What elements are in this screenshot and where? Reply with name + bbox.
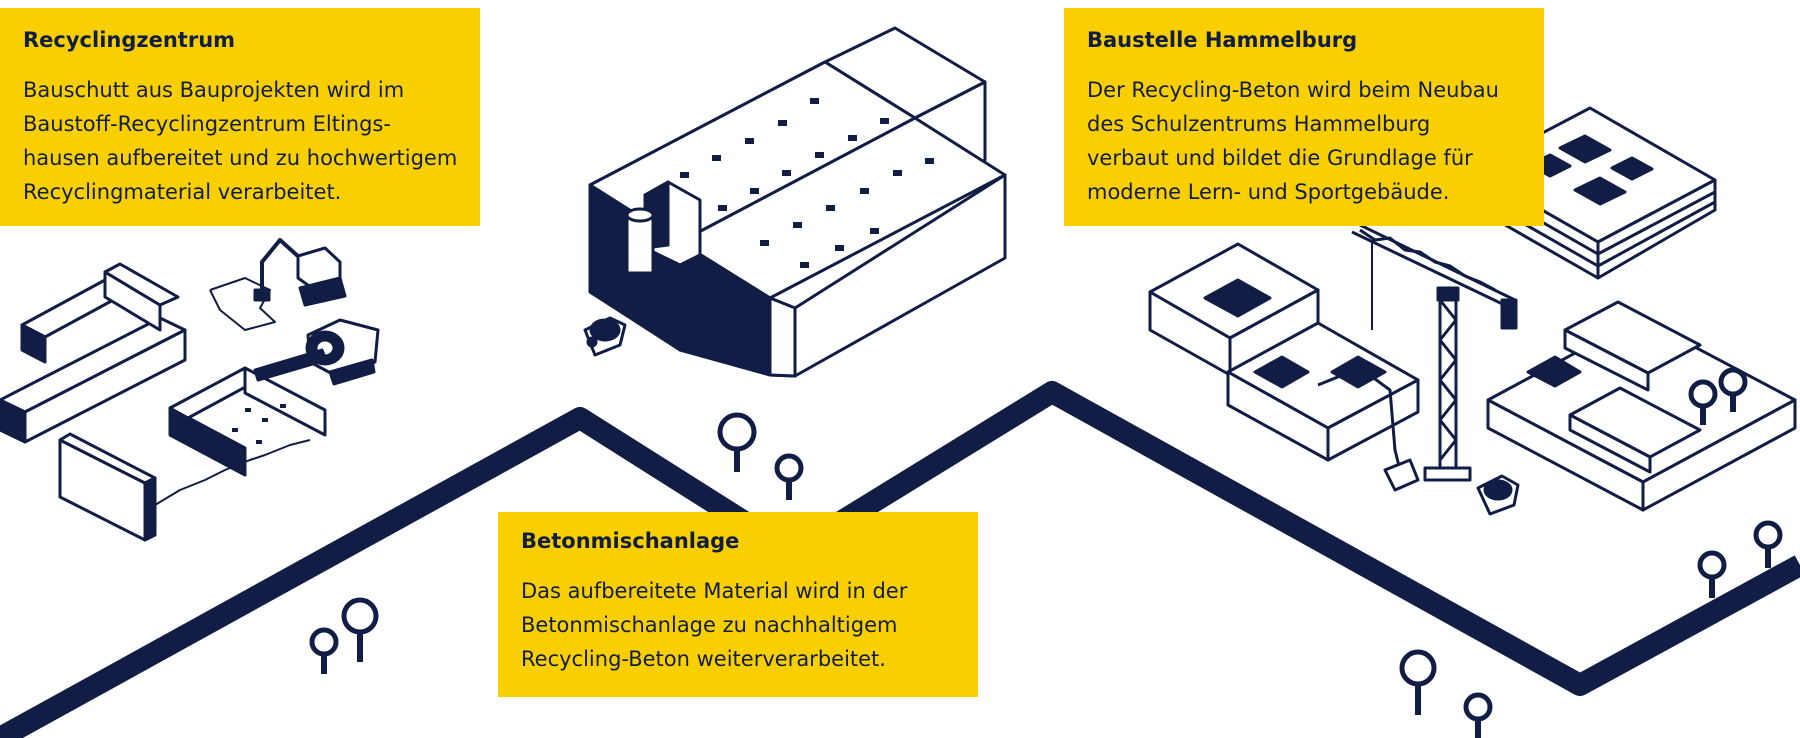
text-line: Bauschutt aus Bauprojekten wird im — [23, 78, 405, 103]
recycling-yard-illustration — [0, 262, 327, 542]
text-line: verbaut und bildet die Grundlage für — [1087, 146, 1473, 171]
zigzag-road — [0, 381, 1800, 738]
mixer-truck-icon — [1317, 366, 1520, 516]
box-title: Recyclingzentrum — [23, 28, 236, 52]
text-line: Das aufbereitete Material wird in der — [521, 579, 908, 604]
crusher-icon — [253, 318, 380, 386]
box-title: Baustelle Hammelburg — [1087, 28, 1358, 52]
text-line: Der Recycling-Beton wird beim Neubau — [1087, 78, 1499, 103]
concrete-plant-info-box: Betonmischanlage Das aufbereitete Materi… — [498, 512, 978, 697]
text-line: des Schulzentrums Hammelburg — [1087, 112, 1431, 137]
box-text: Das aufbereitete Material wird in der Be… — [521, 574, 968, 676]
tower-crane-icon — [1351, 223, 1518, 482]
recycling-info-box: Recyclingzentrum Bauschutt aus Bauprojek… — [0, 8, 480, 226]
text-line: Betonmischanlage zu nachhaltigem — [521, 613, 898, 638]
text-line: Recycling-Beton weiterverarbeitet. — [521, 647, 886, 672]
text-line: Recyclingmaterial verarbeitet. — [23, 180, 342, 205]
mixer-truck-icon — [583, 316, 627, 357]
tree-icon — [309, 367, 1783, 738]
box-text: Bauschutt aus Bauprojekten wird im Baust… — [23, 73, 470, 209]
text-line: hausen aufbereitet und zu hochwertigem — [23, 146, 458, 171]
box-text: Der Recycling-Beton wird beim Neubau des… — [1087, 73, 1534, 209]
silo-icon — [625, 207, 655, 310]
text-line: Baustoff-Recyclingzentrum Eltings- — [23, 112, 391, 137]
concrete-plant-illustration — [588, 26, 1007, 378]
text-line: moderne Lern- und Sportgebäude. — [1087, 180, 1450, 205]
box-title: Betonmischanlage — [521, 529, 740, 553]
excavator-icon — [253, 238, 347, 307]
construction-site-info-box: Baustelle Hammelburg Der Recycling-Beton… — [1064, 8, 1544, 226]
school-construction-illustration — [1148, 106, 1797, 512]
